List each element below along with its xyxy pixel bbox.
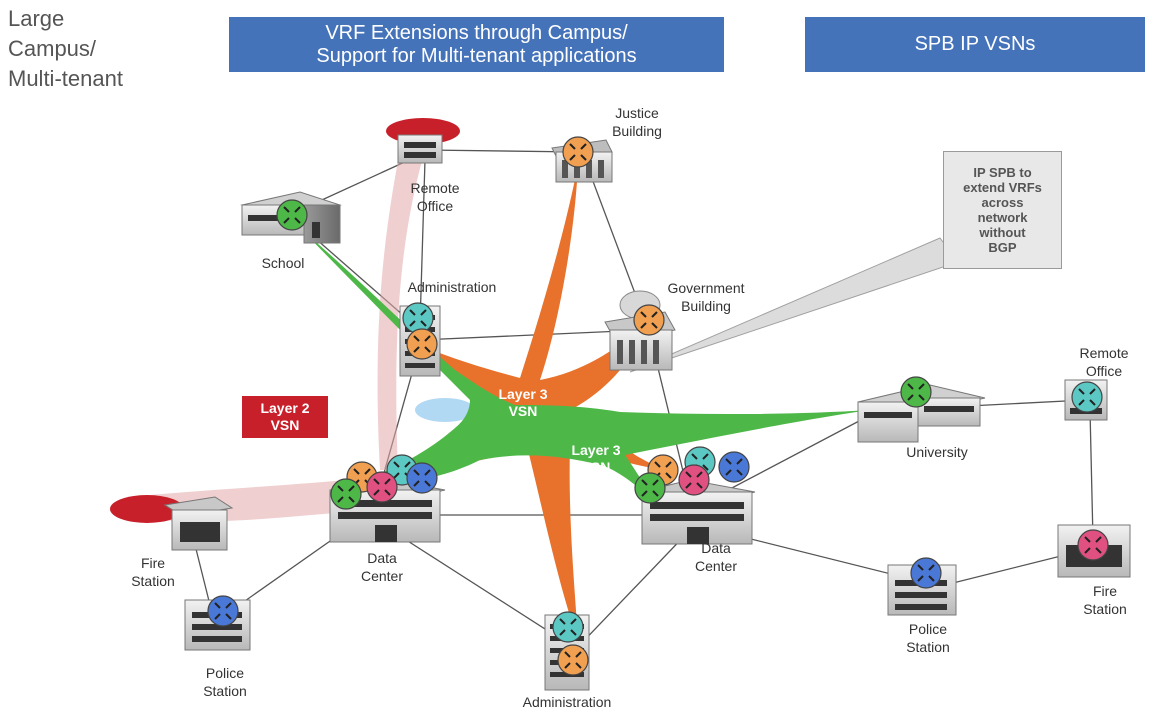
router-icon [718,451,750,483]
layer3-orange-vsn-label: VSN [509,403,538,419]
node-label-fire-station-left: Fire [141,555,165,571]
routers [207,136,1109,676]
title-line: Multi-tenant [8,66,123,91]
router-icon [1071,381,1103,413]
link-line [194,544,211,606]
callout-pointer [629,237,959,373]
building-remote-office-top [397,134,443,164]
layer3-green-vsn-label: VSN [582,459,611,475]
node-label-justice-building: Building [612,123,662,139]
link-line [1089,409,1094,541]
router-icon [406,328,438,360]
node-label-government-building: Government [667,280,744,296]
router-icon [330,478,362,510]
router-icon [366,471,398,503]
router-icon [276,199,308,231]
node-label-fire-station-right: Station [1083,601,1127,617]
layer2-endpoint [110,495,184,523]
router-icon [402,302,434,334]
node-label-data-center-left: Center [361,568,403,584]
title-line: Large [8,6,65,31]
layer3-vsn-orange [380,165,665,640]
node-label-police-station-left: Police [206,665,244,681]
router-icon [557,644,589,676]
router-icon [900,376,932,408]
router-icon [910,557,942,589]
node-label-fire-station-right: Fire [1093,583,1117,599]
layer2-vsn-label: VSN [271,417,300,433]
lake-shape [415,398,475,422]
callout-line: extend VRFs [963,180,1042,195]
node-label-government-building: Building [681,298,731,314]
node-label-data-center-left: Data [367,550,397,566]
router-icon [562,136,594,168]
router-icon [406,462,438,494]
banner-line: VRF Extensions through Campus/ [325,21,628,44]
ip-spb-callout: IP SPB to extend VRFs across network wit… [943,151,1062,269]
node-label-remote-office-top: Office [417,198,454,214]
layer3-vsn-green [300,228,870,500]
callout-line: IP SPB to [973,165,1032,180]
callout-line: across [981,195,1024,210]
building-data-center-right [639,479,756,545]
link-line [574,529,691,651]
callout-line: network [977,210,1028,225]
banner-line: Support for Multi-tenant applications [316,44,637,67]
layer2-vsn-badge: Layer 2 VSN [242,396,328,438]
node-label-data-center-right: Data [701,540,731,556]
node-label-fire-station-left: Station [131,573,175,589]
router-icon [207,595,239,627]
title-line: Campus/ [8,36,97,61]
node-label-university: University [906,444,967,460]
banner-text: SPB IP VSNs [914,33,1036,55]
layer2-vsn-label: Layer 2 [260,400,309,416]
node-label-remote-office-right: Remote [1079,345,1128,361]
node-label-justice-building: Justice [615,105,659,121]
node-label-administration-bottom: Administration [523,694,612,710]
link-line [419,159,426,326]
vrf-extensions-banner: VRF Extensions through Campus/ Support f… [229,17,724,72]
layer3-green-vsn-label: Layer 3 [571,442,620,458]
node-label-police-station-right: Station [906,639,950,655]
node-label-administration-top: Administration [408,279,497,295]
node-label-police-station-right: Police [909,621,947,637]
layer3-orange-vsn-label: Layer 3 [498,386,547,402]
node-label-remote-office-top: Remote [410,180,459,196]
router-icon [634,472,666,504]
router-icon [552,611,584,643]
node-label-data-center-right: Center [695,558,737,574]
link-line [419,329,646,341]
building-fire-station-left [163,496,234,551]
router-icon [1077,529,1109,561]
spb-ip-vsns-banner: SPB IP VSNs [805,17,1145,72]
router-icon [678,464,710,496]
node-label-police-station-left: Station [203,683,247,699]
callout-line: without [979,225,1026,240]
node-label-remote-office-right: Office [1086,363,1123,379]
callout-line: BGP [988,240,1017,255]
node-label-school: School [262,255,305,271]
page-title: Large Campus/ Multi-tenant [8,4,123,94]
router-icon [633,304,665,336]
